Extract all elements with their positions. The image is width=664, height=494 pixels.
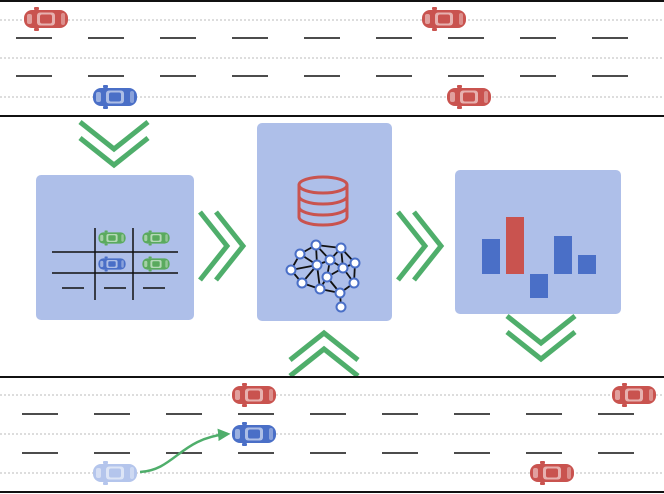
- bottom-road: [0, 376, 664, 493]
- red-car-icon: [422, 7, 466, 31]
- red-car-icon: [447, 85, 491, 109]
- blue-car-icon: [232, 422, 276, 446]
- chevron-right-icon: [200, 212, 243, 280]
- panel-background: [455, 170, 621, 314]
- chart-bar: [506, 217, 524, 274]
- chevron-down-icon: [80, 122, 148, 165]
- chart-bar: [482, 239, 500, 274]
- neural-network-icon: [285, 239, 361, 313]
- blue-car-icon: [98, 256, 126, 272]
- chart-bar: [554, 236, 572, 274]
- chevron-up-icon: [290, 333, 358, 376]
- traffic-grid-panel: [36, 175, 194, 320]
- grid-lines: [52, 228, 178, 300]
- green-car-icon: [142, 230, 170, 246]
- lane-change-arrow-icon: [139, 428, 231, 474]
- blue-car-icon: [93, 85, 137, 109]
- panel-background: [36, 175, 194, 320]
- database-icon: [297, 175, 349, 227]
- red-car-icon: [612, 383, 656, 407]
- chevron-right-icon: [398, 212, 441, 280]
- faded-car-icon: [93, 461, 137, 485]
- bar-chart: [482, 217, 596, 298]
- green-car-icon: [98, 230, 126, 246]
- red-car-icon: [530, 461, 574, 485]
- top-road: [0, 0, 664, 117]
- chevron-down-icon: [507, 316, 575, 359]
- bar-chart-panel: [455, 170, 621, 314]
- red-car-icon: [24, 7, 68, 31]
- model-panel: [257, 123, 392, 321]
- chart-bar: [578, 255, 596, 274]
- red-car-icon: [232, 383, 276, 407]
- chart-bar: [530, 274, 548, 298]
- green-car-icon: [142, 256, 170, 272]
